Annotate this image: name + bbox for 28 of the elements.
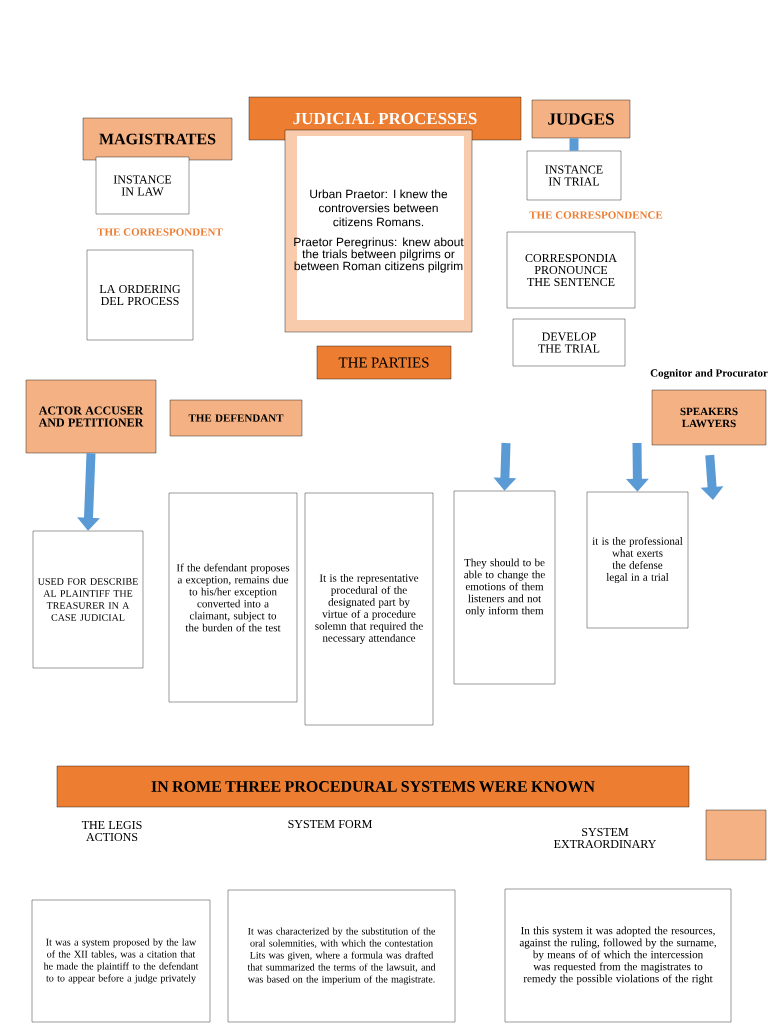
empty-box — [705, 809, 767, 861]
text-box: CORRESPONDIA PRONOUNCE THE SENTENCE — [506, 231, 636, 309]
heading-text: SYSTEM EXTRAORDINARY — [554, 827, 657, 849]
text-box: If the defendant proposes a exception, remains due to his/her exception converted into a claimant, subject to the burden of the test — [168, 492, 298, 703]
heading-box: JUDGES — [531, 99, 631, 139]
banner-box: IN ROME THREE PROCEDURAL SYSTEMS WERE KNOWN — [56, 765, 690, 808]
heading-text: THE LEGIS ACTIONS — [81, 820, 142, 842]
heading-text: SYSTEM FORM — [288, 819, 372, 829]
text-box: In this system it was adopted the resources, against the ruling, followed by the surname, by means of of which the intercession was requested from the magistrates to remedy the possible violations of the right — [504, 888, 732, 1023]
text-box: it is the professional what exerts the defense legal in a trial — [586, 491, 689, 629]
label-text: THE CORRESPONDENT — [97, 228, 223, 236]
heading-box: THE PARTIES — [316, 345, 452, 380]
label-text: Cognitor and Procurator — [650, 369, 768, 380]
heading-box: THE DEFENDANT — [169, 399, 303, 437]
text-box: It was a system proposed by the law of the XII tables, was a citation that he made the plaintiff to the defendant to to appear before a judge privately — [31, 899, 211, 1023]
heading-box: SPEAKERS LAWYERS — [651, 389, 767, 446]
heading-box: ACTOR ACCUSER AND PETITIONER — [25, 379, 157, 454]
text-box: Urban Praetor: I knew the controversies between citizens Romans. Praetor Peregrinus: knew about the trials between pilgrims or between Roman citizens pilgrim — [284, 129, 473, 333]
text-box: INSTANCE IN LAW — [95, 156, 190, 215]
text-box: They should to be able to change the emotions of them listeners and not only inform them — [453, 490, 556, 685]
heading-box: MAGISTRATES — [82, 117, 233, 161]
text-box: LA ORDERING DEL PROCESS — [86, 249, 194, 341]
text-box: USED FOR DESCRIBE AL PLAINTIFF THE TREASURER IN A CASE JUDICIAL — [32, 530, 144, 669]
text-box: It is the representative procedural of the designated part by virtue of a procedure solemn that required the necessary attendance — [304, 492, 434, 726]
label-text: THE CORRESPONDENCE — [529, 211, 663, 219]
text-box: DEVELOP THE TRIAL — [512, 318, 626, 367]
text-box: It was characterized by the substitution of the oral solemnities, with which the contestation Lits was given, where a formula was drafted that summarized the terms of the lawsuit, and was based on the imperium of the magistrate. — [227, 889, 456, 1023]
text-box: INSTANCE IN TRIAL — [526, 150, 622, 201]
